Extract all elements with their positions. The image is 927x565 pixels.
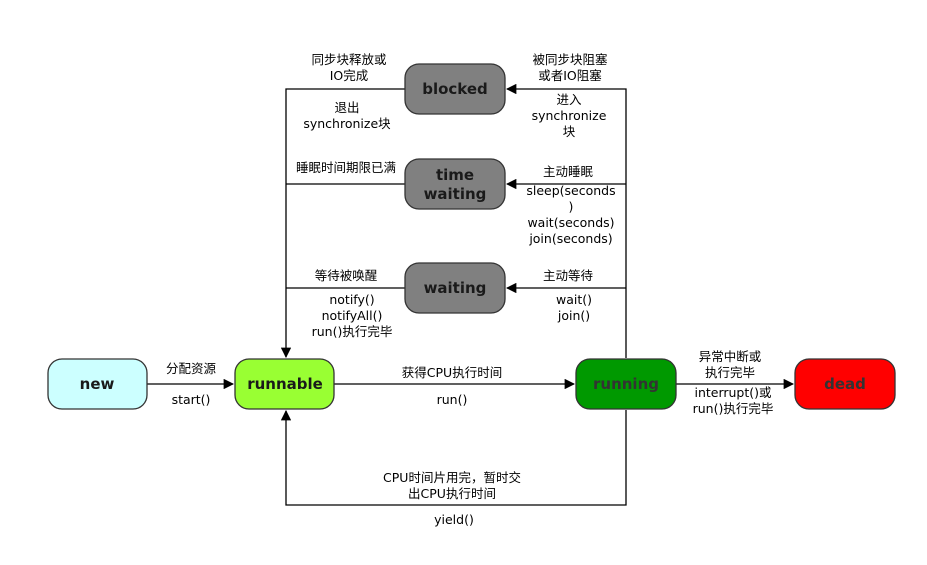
node-time-waiting-label-2: waiting: [424, 185, 487, 203]
node-runnable: runnable: [234, 358, 335, 410]
node-runnable-label: runnable: [247, 375, 323, 393]
label-release-2: IO完成: [330, 68, 369, 83]
label-blocked-by-2: 或者IO阻塞: [538, 68, 602, 83]
label-join-call: join(): [557, 308, 590, 323]
label-exception-2: 执行完毕: [705, 365, 755, 380]
node-time-waiting: time waiting: [404, 158, 506, 210]
node-running-box: [575, 358, 677, 410]
node-blocked: blocked: [404, 63, 506, 115]
label-sleep-3: wait(seconds): [527, 215, 614, 230]
label-run-done: run()执行完毕: [312, 324, 393, 339]
node-new: new: [47, 358, 148, 410]
node-waiting: waiting: [404, 262, 506, 314]
label-alloc: 分配资源: [166, 361, 217, 376]
label-yield-1: CPU时间片用完，暂时交: [383, 470, 521, 485]
label-sleep-4: join(seconds): [528, 231, 612, 246]
node-waiting-box: [404, 262, 506, 314]
label-run: run(): [437, 392, 468, 407]
label-yield: yield(): [434, 512, 474, 527]
node-running: running: [575, 358, 677, 410]
label-interrupt-2: run()执行完毕: [693, 401, 774, 416]
label-enter-2: synchronize: [532, 108, 607, 123]
node-blocked-box: [404, 63, 506, 115]
label-start: start(): [172, 392, 211, 407]
label-woken: 等待被唤醒: [315, 268, 378, 283]
node-dead: dead: [794, 358, 896, 410]
label-wait-active: 主动等待: [543, 268, 594, 283]
label-enter-3: 块: [563, 124, 576, 139]
node-blocked-label: blocked: [422, 80, 488, 98]
label-notify: notify(): [329, 292, 374, 307]
node-time-waiting-box: [404, 158, 506, 210]
label-sleep-timeout: 睡眠时间期限已满: [296, 160, 396, 175]
label-exit-1: 退出: [334, 100, 359, 115]
label-sleep-active: 主动睡眠: [543, 164, 594, 179]
label-enter-1: 进入: [556, 92, 582, 107]
label-get-cpu: 获得CPU执行时间: [402, 365, 502, 380]
node-dead-box: [794, 358, 896, 410]
label-sleep-2: ): [569, 199, 574, 214]
node-runnable-box: [234, 358, 335, 410]
label-release-1: 同步块释放或: [311, 52, 387, 67]
label-sleep-1: sleep(seconds: [526, 183, 615, 198]
node-new-box: [47, 358, 148, 410]
label-blocked-by-1: 被同步块阻塞: [532, 52, 608, 67]
label-wait-call: wait(): [556, 292, 592, 307]
node-dead-label: dead: [824, 375, 866, 393]
node-running-label: running: [593, 375, 659, 393]
label-yield-2: 出CPU执行时间: [408, 486, 496, 501]
label-exception-1: 异常中断或: [699, 349, 762, 364]
label-interrupt-1: interrupt()或: [694, 385, 772, 400]
node-time-waiting-label-1: time: [436, 166, 474, 184]
edge-blocked-runnable: [280, 88, 405, 359]
node-new-label: new: [80, 375, 115, 393]
label-exit-2: synchronize块: [303, 116, 391, 131]
label-notify-all: notifyAll(): [322, 308, 383, 323]
edge-running-runnable-yield: [280, 409, 627, 506]
node-waiting-label: waiting: [424, 279, 487, 297]
edge-running-blocked: [505, 83, 627, 358]
